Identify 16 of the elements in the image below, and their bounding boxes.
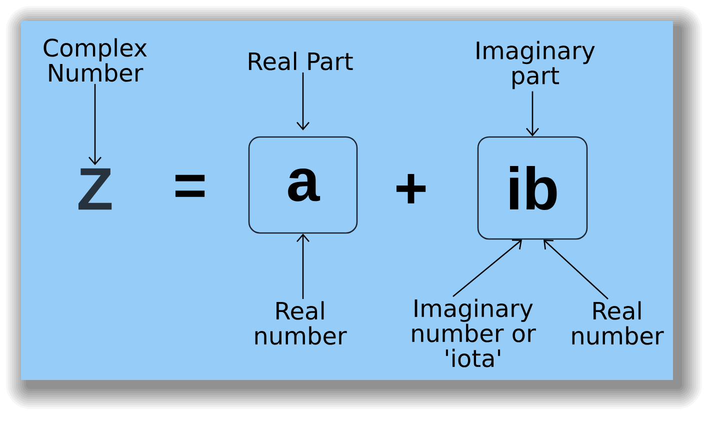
- annotation-text: Real Part: [248, 52, 353, 70]
- variable-letter: Z: [78, 168, 112, 210]
- annotation-text: Complex Number: [44, 38, 147, 82]
- term-box: a: [248, 136, 358, 234]
- arrow: [544, 240, 608, 300]
- annotation-text: Imaginary part: [476, 40, 595, 90]
- annotation-text: Real number: [572, 301, 664, 345]
- plus-sign: +: [396, 174, 426, 204]
- arrow: [452, 239, 522, 297]
- term-box: ib: [477, 136, 588, 240]
- annotation-text: Imaginary number or 'iota': [412, 298, 536, 368]
- arrow: [296, 234, 310, 299]
- annotation-text: Real number: [255, 301, 347, 345]
- arrow: [526, 91, 539, 136]
- arrow: [296, 72, 310, 130]
- arrow: [88, 84, 102, 166]
